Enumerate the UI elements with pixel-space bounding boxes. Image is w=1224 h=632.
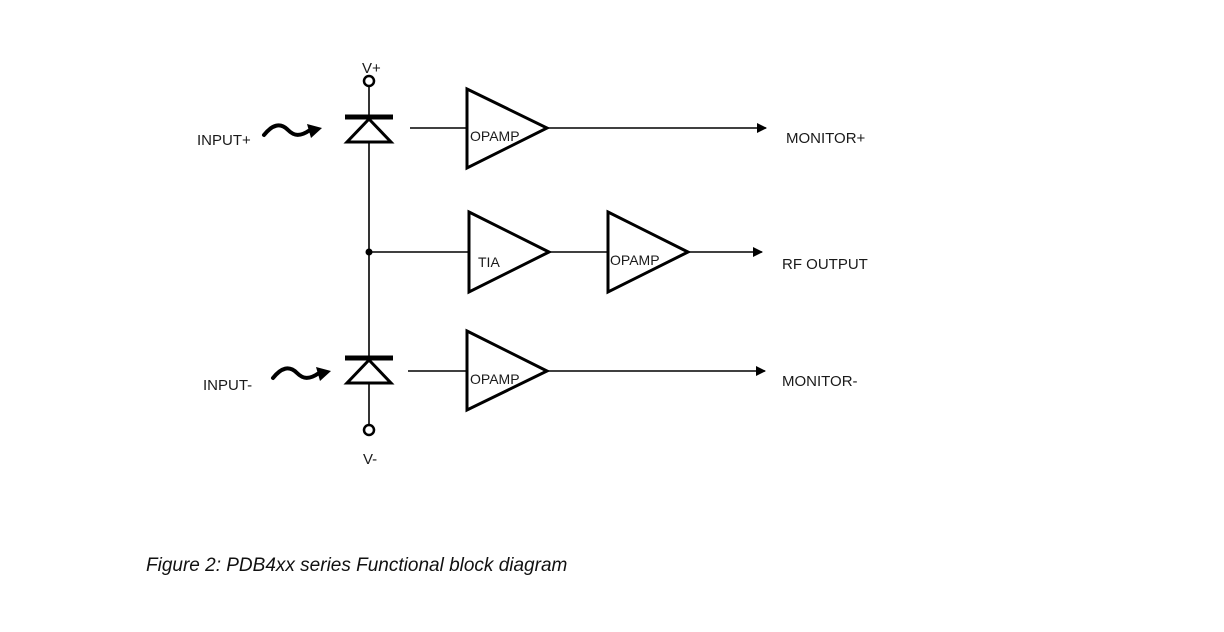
v-plus-label: V+ xyxy=(362,60,381,77)
input-minus-label: INPUT- xyxy=(203,377,252,394)
tia-label: TIA xyxy=(478,254,500,270)
photodiode-bottom xyxy=(343,355,395,385)
opamp-bottom xyxy=(465,328,551,413)
opamp-mid xyxy=(606,209,692,295)
figure-caption: Figure 2: PDB4xx series Functional block… xyxy=(146,555,568,576)
tia-amplifier xyxy=(467,209,553,295)
opamp-mid-label: OPAMP xyxy=(610,252,660,268)
opamp-top xyxy=(465,86,551,171)
opamp-top-label: OPAMP xyxy=(470,128,520,144)
v-minus-label: V- xyxy=(363,451,377,468)
monitor-plus-label: MONITOR+ xyxy=(786,130,866,147)
input-plus-label: INPUT+ xyxy=(197,132,251,149)
v-minus-terminal xyxy=(362,423,376,437)
photodiode-top xyxy=(343,114,395,144)
v-plus-terminal xyxy=(362,74,376,88)
light-input-minus-icon xyxy=(271,366,331,381)
light-input-plus-icon xyxy=(262,123,322,138)
monitor-minus-label: MONITOR- xyxy=(782,373,858,390)
rf-output-label: RF OUTPUT xyxy=(782,256,868,273)
opamp-bottom-label: OPAMP xyxy=(470,371,520,387)
